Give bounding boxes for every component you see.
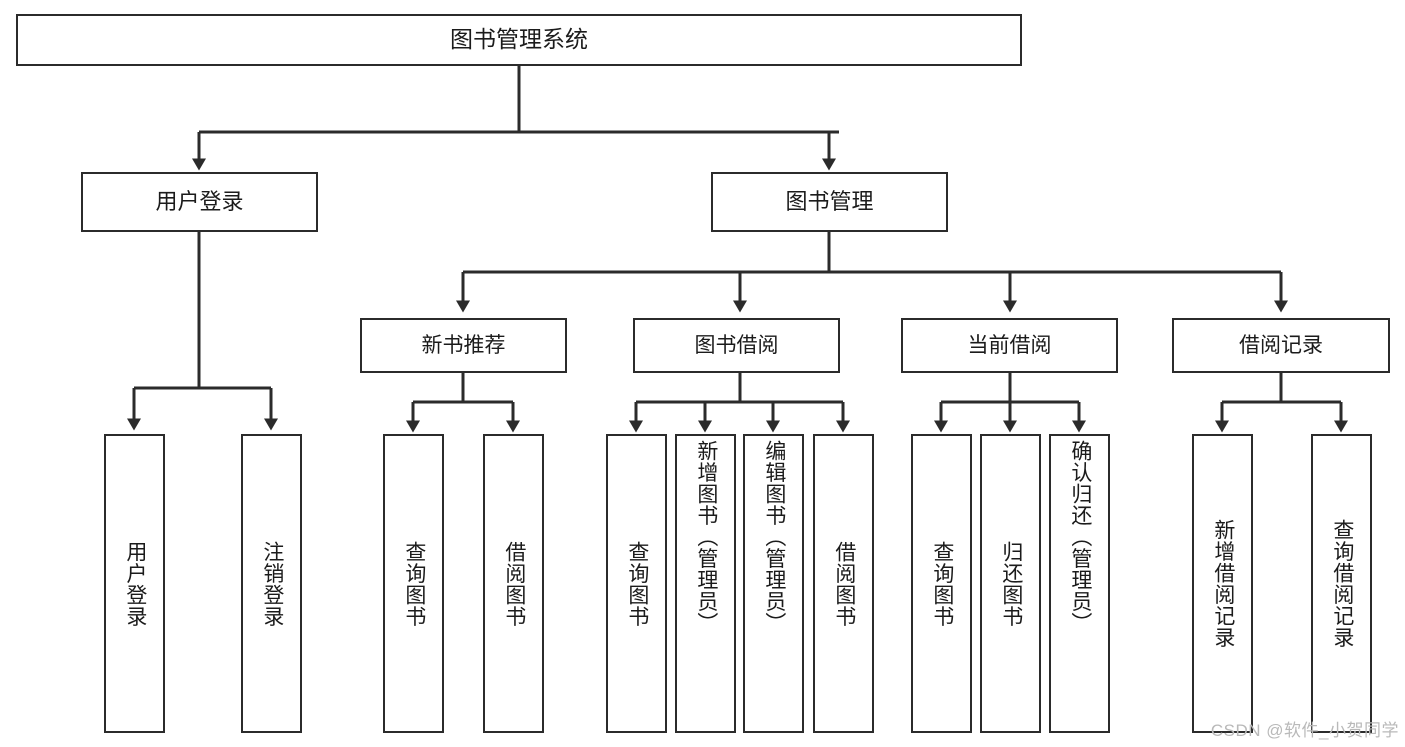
node-leaf-query-book-1[interactable]: 查询图书 xyxy=(383,434,444,733)
csdn-watermark: CSDN @软件_小贺同学 xyxy=(1210,721,1399,740)
node-root-label: 图书管理系统 xyxy=(450,26,588,53)
node-leaf-query-book-3-label: 查询图书 xyxy=(930,540,954,627)
node-borrow-record-label: 借阅记录 xyxy=(1239,333,1323,357)
node-leaf-logout-login[interactable]: 注销登录 xyxy=(241,434,302,733)
node-leaf-logout-login-label: 注销登录 xyxy=(260,540,284,627)
node-leaf-add-borrow-record-label: 新增借阅记录 xyxy=(1211,519,1235,648)
node-user-login[interactable]: 用户登录 xyxy=(81,172,318,232)
node-leaf-query-borrow-record-label: 查询借阅记录 xyxy=(1330,519,1354,648)
node-leaf-user-login[interactable]: 用户登录 xyxy=(104,434,165,733)
node-leaf-borrow-book-1[interactable]: 借阅图书 xyxy=(483,434,544,733)
node-root-book-management-system[interactable]: 图书管理系统 xyxy=(16,14,1022,66)
node-borrow-record[interactable]: 借阅记录 xyxy=(1172,318,1390,373)
node-leaf-add-book-admin-label: 新增图书（管理员） xyxy=(694,440,718,634)
node-current-borrow-label: 当前借阅 xyxy=(967,333,1052,357)
node-leaf-confirm-return-admin-label: 确认归还（管理员） xyxy=(1068,440,1092,634)
node-leaf-user-login-label: 用户登录 xyxy=(123,540,147,627)
node-leaf-borrow-book-1-label: 借阅图书 xyxy=(502,540,526,627)
node-leaf-borrow-book-2[interactable]: 借阅图书 xyxy=(813,434,874,733)
node-leaf-edit-book-admin[interactable]: 编辑图书（管理员） xyxy=(743,434,804,733)
node-leaf-query-borrow-record[interactable]: 查询借阅记录 xyxy=(1311,434,1372,733)
node-book-management[interactable]: 图书管理 xyxy=(711,172,948,232)
node-user-login-label: 用户登录 xyxy=(155,188,244,214)
node-leaf-query-book-2[interactable]: 查询图书 xyxy=(606,434,667,733)
node-leaf-edit-book-admin-label: 编辑图书（管理员） xyxy=(762,440,786,634)
node-current-borrow[interactable]: 当前借阅 xyxy=(901,318,1118,373)
node-leaf-query-book-3[interactable]: 查询图书 xyxy=(911,434,972,733)
node-book-borrow[interactable]: 图书借阅 xyxy=(633,318,840,373)
node-leaf-query-book-1-label: 查询图书 xyxy=(402,540,426,627)
node-leaf-confirm-return-admin[interactable]: 确认归还（管理员） xyxy=(1049,434,1110,733)
node-leaf-borrow-book-2-label: 借阅图书 xyxy=(832,540,856,627)
node-leaf-add-book-admin[interactable]: 新增图书（管理员） xyxy=(675,434,736,733)
node-new-book-recommend-label: 新书推荐 xyxy=(421,333,506,357)
node-leaf-return-book-label: 归还图书 xyxy=(999,540,1023,627)
node-leaf-query-book-2-label: 查询图书 xyxy=(625,540,649,627)
node-new-book-recommend[interactable]: 新书推荐 xyxy=(360,318,567,373)
node-leaf-add-borrow-record[interactable]: 新增借阅记录 xyxy=(1192,434,1253,733)
node-book-management-label: 图书管理 xyxy=(785,188,874,214)
node-leaf-return-book[interactable]: 归还图书 xyxy=(980,434,1041,733)
node-book-borrow-label: 图书借阅 xyxy=(694,333,779,357)
